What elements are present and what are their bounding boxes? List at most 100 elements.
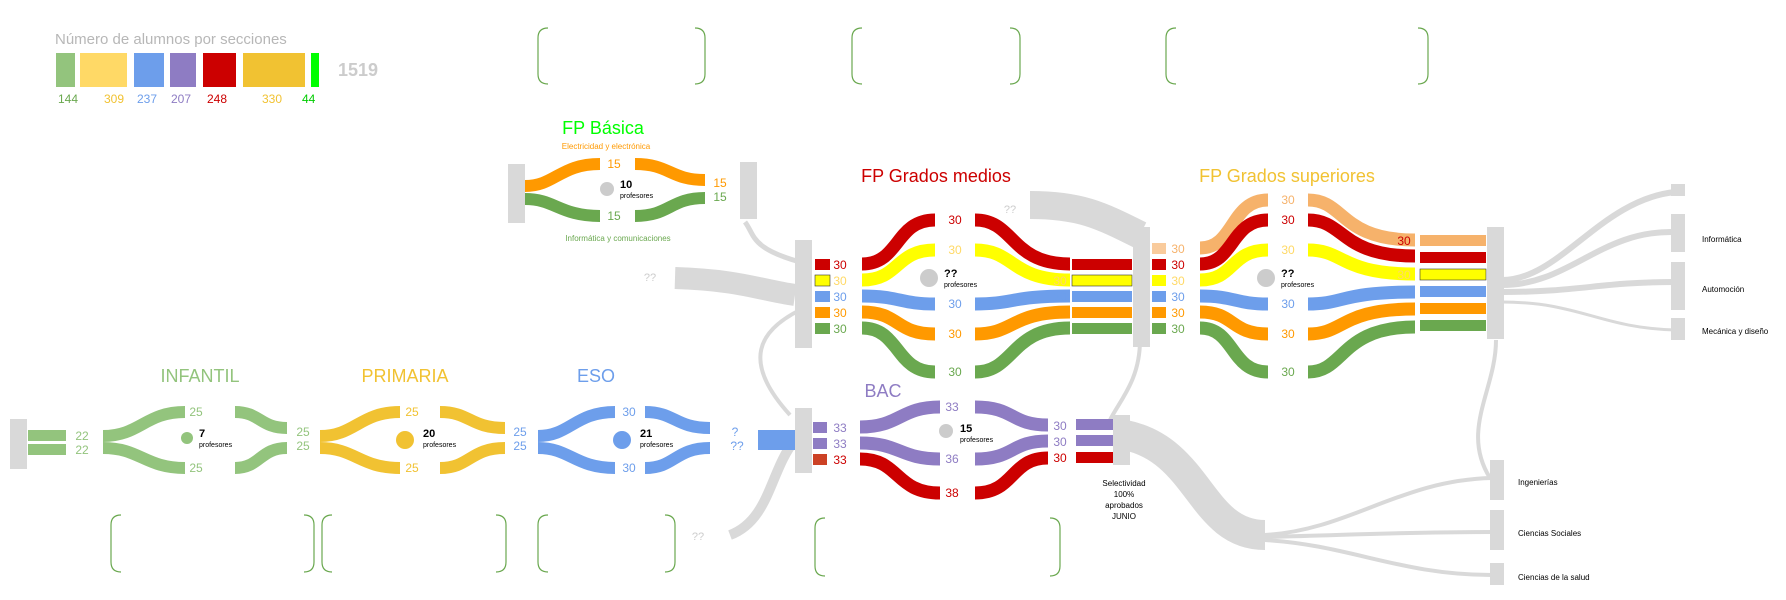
flow-band bbox=[861, 321, 1071, 379]
bracket-left bbox=[537, 514, 549, 573]
flow-value: 15 bbox=[713, 190, 727, 204]
teachers-label: profesores bbox=[620, 193, 654, 200]
flow-band bbox=[537, 442, 711, 474]
flow-band bbox=[319, 406, 506, 442]
gate-fp-medios-out bbox=[1133, 227, 1150, 347]
gate-mecanica bbox=[1671, 318, 1685, 340]
flow-bar bbox=[1420, 235, 1486, 246]
flow-value: 25 bbox=[296, 425, 310, 439]
flow-band bbox=[537, 406, 711, 442]
flow-value: 15 bbox=[607, 209, 621, 223]
flow-value: 30 bbox=[1281, 243, 1295, 257]
flow-band bbox=[319, 442, 506, 474]
destination-label: Ciencias de la salud bbox=[1518, 573, 1590, 582]
connector-bac-univ bbox=[1121, 420, 1267, 550]
flow-value: 33 bbox=[945, 400, 959, 414]
flow-bar bbox=[28, 430, 66, 441]
flow-value: 36 bbox=[945, 452, 959, 466]
gate-salud bbox=[1490, 563, 1504, 585]
flow-value: 30 bbox=[1171, 242, 1185, 256]
legend-value: 44 bbox=[302, 92, 316, 106]
stage-fp-basica: FP Básica Electricidad y electrónica Inf… bbox=[524, 118, 727, 243]
flow-bar bbox=[28, 444, 66, 455]
destinations: Informática Automoción Mecánica y diseño… bbox=[1518, 235, 1769, 582]
unknown-value: ?? bbox=[1004, 204, 1016, 216]
stage-title: BAC bbox=[864, 381, 901, 401]
connector-salud bbox=[1264, 538, 1493, 577]
gate-bac-in bbox=[795, 408, 812, 473]
bracket-right bbox=[664, 514, 676, 573]
destination-label: Ingenierías bbox=[1518, 478, 1558, 487]
gate-informatica bbox=[1671, 214, 1685, 252]
flow-value: 30 bbox=[1053, 435, 1067, 449]
bracket-left bbox=[537, 27, 549, 85]
stage-infantil: INFANTIL 22 22 25 25 25 25 7 profesores bbox=[28, 366, 310, 475]
flow-band bbox=[1199, 285, 1416, 311]
teachers-count: 15 bbox=[960, 423, 972, 435]
flow-value: 30 bbox=[833, 258, 847, 272]
legend-total: 1519 bbox=[338, 60, 378, 80]
legend-value: 309 bbox=[104, 92, 124, 106]
unknown-value: ?? bbox=[692, 531, 704, 543]
stage-fp-medios: FP Grados medios ?? 30 30 30 30 30 30 30… bbox=[814, 166, 1133, 379]
flow-value: 30 bbox=[1053, 322, 1067, 336]
flow-value: 30 bbox=[1397, 319, 1411, 333]
flow-bar bbox=[1420, 320, 1486, 331]
flow-band bbox=[859, 434, 1049, 466]
flow-band bbox=[859, 400, 1049, 434]
flow-bar bbox=[815, 307, 830, 318]
legend-value: 144 bbox=[58, 92, 78, 106]
flow-bar bbox=[815, 323, 830, 334]
flow-value: 15 bbox=[713, 176, 727, 190]
legend: Número de alumnos por secciones 144 309 … bbox=[55, 31, 378, 106]
flow-bar bbox=[1419, 268, 1487, 281]
teachers-label: profesores bbox=[960, 437, 994, 444]
destination-label: Informática bbox=[1702, 235, 1742, 244]
stage-title: FP Grados medios bbox=[861, 166, 1011, 186]
flow-bar bbox=[1076, 419, 1113, 430]
teacher-dot bbox=[939, 424, 953, 438]
unknown-value: ?? bbox=[644, 272, 656, 284]
flow-value: 30 bbox=[948, 365, 962, 379]
bracket-right bbox=[694, 27, 706, 85]
stage-title: INFANTIL bbox=[160, 366, 239, 386]
destination-label: Ciencias Sociales bbox=[1518, 529, 1581, 538]
flow-band bbox=[524, 158, 706, 192]
flow-value: 30 bbox=[1397, 251, 1411, 265]
bracket-right bbox=[1417, 27, 1429, 85]
teachers-count: ?? bbox=[1281, 268, 1295, 280]
flow-band bbox=[102, 406, 288, 442]
note-line: JUNIO bbox=[1112, 512, 1136, 521]
fp-specialty: Informática y comunicaciones bbox=[565, 234, 670, 243]
flow-band bbox=[1199, 193, 1416, 255]
teachers-label: profesores bbox=[640, 442, 674, 449]
connector-informatica bbox=[1501, 189, 1676, 283]
connector-fp-ingenierias bbox=[1476, 339, 1498, 480]
flow-bar bbox=[815, 291, 830, 302]
gate-bac-out bbox=[1113, 415, 1130, 465]
flow-value: ? bbox=[732, 425, 739, 439]
legend-value: 207 bbox=[171, 92, 191, 106]
flow-value: 25 bbox=[405, 405, 419, 419]
connector-eso-fp bbox=[758, 308, 801, 417]
flow-value: 25 bbox=[513, 439, 527, 453]
stage-eso: ESO 30 30 ? ?? 21 profesores bbox=[537, 366, 795, 475]
stage-title: ESO bbox=[577, 366, 615, 386]
stage-title: FP Grados superiores bbox=[1199, 166, 1375, 186]
bracket-right bbox=[1009, 27, 1021, 85]
flow-value: 33 bbox=[833, 437, 847, 451]
flow-bar bbox=[1072, 291, 1132, 302]
legend-swatch bbox=[134, 53, 164, 87]
flow-value: 30 bbox=[622, 405, 636, 419]
flow-value: 30 bbox=[1171, 322, 1185, 336]
legend-swatch bbox=[203, 53, 236, 87]
flow-value: 30 bbox=[1053, 451, 1067, 465]
flow-value: 30 bbox=[1053, 419, 1067, 433]
bracket-left bbox=[321, 514, 333, 573]
flow-bar bbox=[1071, 274, 1133, 287]
flow-bar bbox=[814, 274, 831, 287]
flow-value: 30 bbox=[1053, 290, 1067, 304]
connector-unknown-medios bbox=[1029, 191, 1147, 248]
flow-bar bbox=[1072, 307, 1132, 318]
flow-value: 30 bbox=[1053, 274, 1067, 288]
